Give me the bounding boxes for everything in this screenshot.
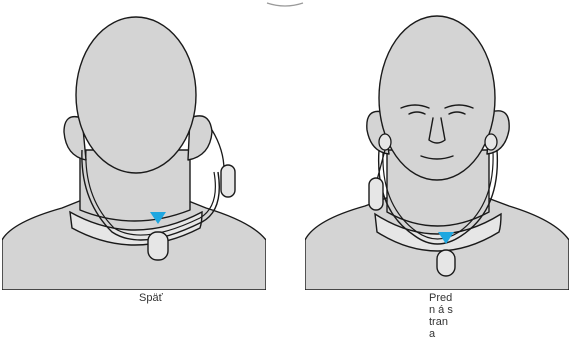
back-view-illustration: [2, 0, 266, 290]
front-view-panel: [305, 0, 569, 290]
neckband-pendant: [437, 250, 455, 276]
caption-back: Späť: [139, 292, 163, 304]
caption-front: Predn á stran a: [429, 292, 455, 340]
back-view-panel: [2, 0, 266, 290]
inline-control-pod: [369, 178, 383, 210]
neckband-pendant: [148, 232, 168, 260]
head: [76, 17, 196, 173]
head: [379, 16, 495, 180]
right-earbud: [485, 134, 497, 150]
left-earbud: [379, 134, 391, 150]
top-fragment: [265, 0, 305, 8]
front-view-illustration: [305, 0, 569, 290]
inline-control-pod: [221, 165, 235, 197]
